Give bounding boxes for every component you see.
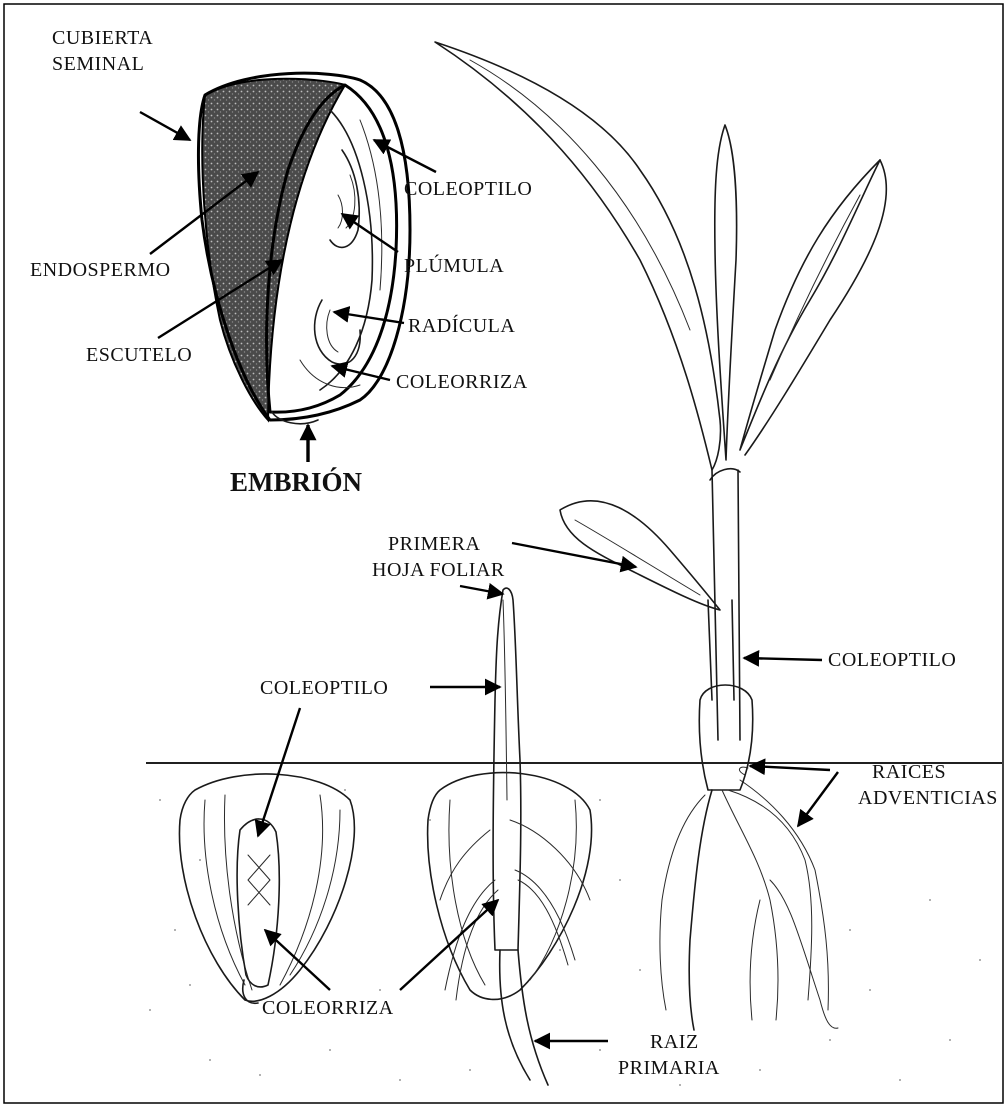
label-seed-coat-line2: SEMINAL (52, 53, 144, 75)
figure-frame (4, 4, 1003, 1103)
label-endosperm: ENDOSPERMO (30, 259, 171, 281)
label-adventitious-line2: ADVENTICIAS (858, 787, 998, 809)
label-scutellum: ESCUTELO (86, 344, 192, 366)
label-coleoptile-mid: COLEOPTILO (260, 677, 388, 699)
label-coleoptile-top: COLEOPTILO (404, 178, 532, 200)
label-primary-root-line1: RAIZ (650, 1031, 699, 1053)
label-coleorhiza-top: COLEORRIZA (396, 371, 528, 393)
label-coleoptile-right: COLEOPTILO (828, 649, 956, 671)
label-radicle: RADÍCULA (408, 314, 515, 337)
label-coleorhiza-bottom: COLEORRIZA (262, 997, 394, 1019)
label-adventitious-line1: RAICES (872, 761, 946, 783)
label-first-leaf-line1: PRIMERA (388, 533, 480, 555)
label-primary-root-line2: PRIMARIA (618, 1057, 720, 1079)
label-plumule: PLÚMULA (404, 253, 504, 277)
label-first-leaf-line2: HOJA FOLIAR (372, 559, 505, 581)
label-seed-coat-line1: CUBIERTA (52, 27, 153, 49)
label-embryo: EMBRIÓN (230, 467, 363, 497)
